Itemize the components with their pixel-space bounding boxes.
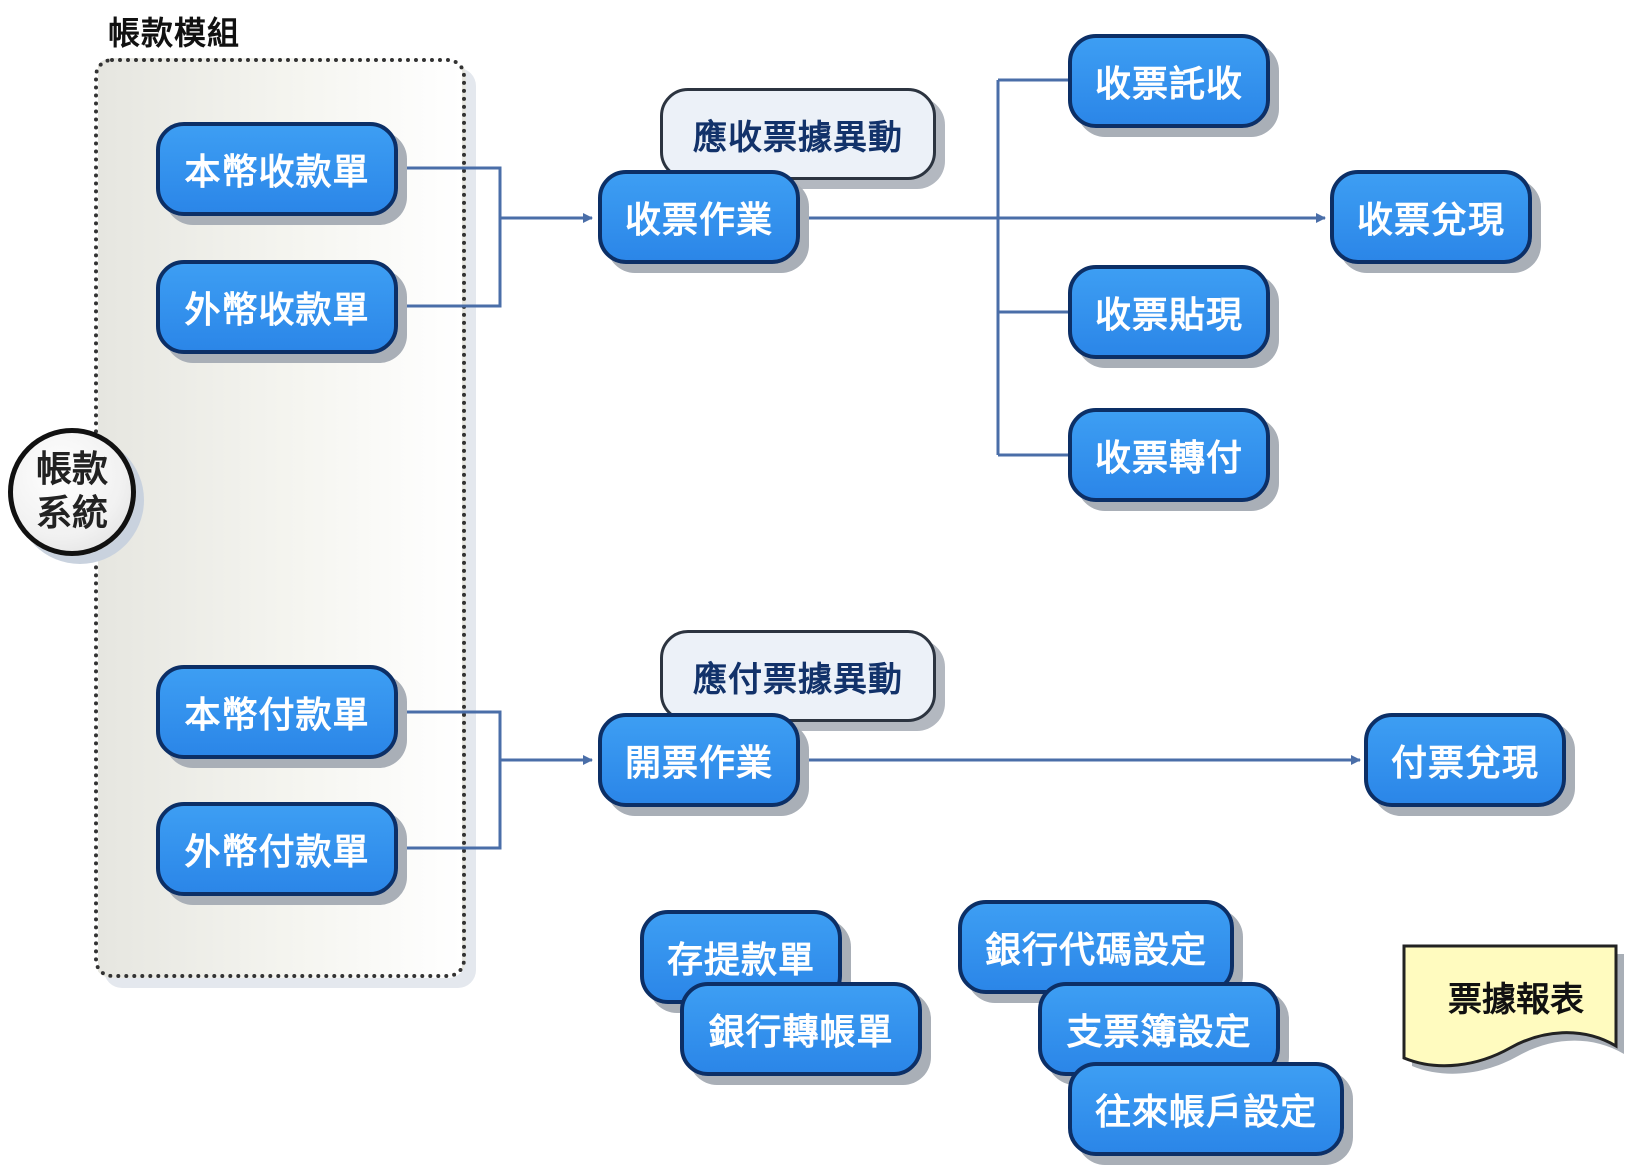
- node-checkbook-setup[interactable]: 支票簿設定: [1038, 982, 1280, 1076]
- node-receipt-process[interactable]: 收票作業: [598, 170, 800, 264]
- node-payment-cashing[interactable]: 付票兌現: [1364, 713, 1566, 807]
- connector-payable-foreign: [383, 760, 502, 850]
- node-foreign-receipt-slip[interactable]: 外幣收款單: [156, 260, 398, 354]
- node-account-setup[interactable]: 往來帳戶設定: [1068, 1062, 1344, 1156]
- connector-receivable-foreign: [383, 218, 502, 308]
- node-receipt-discount[interactable]: 收票貼現: [1068, 265, 1270, 359]
- node-foreign-payment-slip[interactable]: 外幣付款單: [156, 802, 398, 896]
- node-receipt-cashing[interactable]: 收票兌現: [1330, 170, 1532, 264]
- document-icon: [1402, 944, 1624, 1074]
- report-document[interactable]: 票據報表: [1400, 942, 1632, 1090]
- node-bank-transfer-slip[interactable]: 銀行轉帳單: [680, 982, 922, 1076]
- note-payable-changes: 應付票據異動: [660, 630, 936, 722]
- node-bank-code-setup[interactable]: 銀行代碼設定: [958, 900, 1234, 994]
- module-title: 帳款模組: [108, 14, 241, 52]
- report-label: 票據報表: [1448, 980, 1584, 1020]
- note-receivable-changes: 應收票據異動: [660, 88, 936, 180]
- node-receipt-transfer[interactable]: 收票轉付: [1068, 408, 1270, 502]
- system-circle: 帳款 系統: [8, 428, 136, 556]
- node-issue-process[interactable]: 開票作業: [598, 713, 800, 807]
- node-local-payment-slip[interactable]: 本幣付款單: [156, 665, 398, 759]
- connector-receivable-local: [383, 166, 502, 218]
- node-local-receipt-slip[interactable]: 本幣收款單: [156, 122, 398, 216]
- connector-payable-local: [383, 710, 502, 760]
- node-receipt-collection[interactable]: 收票託收: [1068, 34, 1270, 128]
